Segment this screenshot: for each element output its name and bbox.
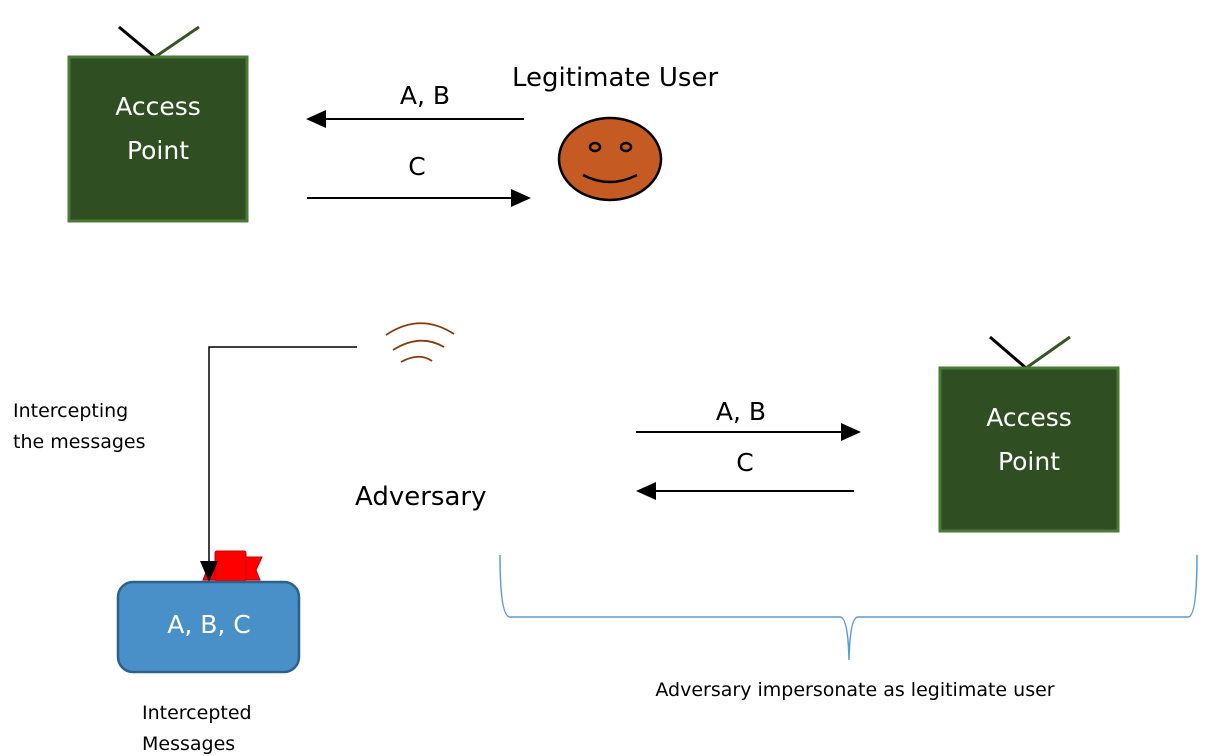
brace-caption: Adversary impersonate as legitimate user bbox=[655, 679, 1054, 701]
access-point-box bbox=[938, 366, 1120, 533]
impersonation-brace bbox=[499, 554, 1198, 661]
arrow-user-to-access-point bbox=[306, 110, 524, 128]
access-point-label-line2: Point bbox=[998, 447, 1060, 476]
arrow-adversary-to-ap-label: A, B bbox=[716, 397, 766, 426]
intercept-label-line2: the messages bbox=[13, 431, 146, 453]
access-point-antenna-icon bbox=[118, 25, 200, 59]
intercept-label-line1: Intercepting bbox=[13, 400, 128, 422]
access-point-label-line2: Point bbox=[127, 136, 189, 165]
access-point-label-line1: Access bbox=[115, 92, 201, 121]
legitimate-user-label: Legitimate User bbox=[512, 63, 718, 93]
arrow-access-point-to-user bbox=[307, 189, 531, 207]
access-point-label-line1: Access bbox=[986, 403, 1072, 432]
intercept-arrowhead bbox=[200, 561, 218, 582]
intercepted-messages-box bbox=[116, 580, 301, 674]
arrow-ap-to-user-label: C bbox=[408, 152, 425, 181]
arrow-user-to-ap-label: A, B bbox=[400, 81, 450, 110]
access-point-box bbox=[67, 55, 249, 223]
intercepted-messages-text: A, B, C bbox=[167, 610, 251, 639]
adversary-label: Adversary bbox=[355, 482, 486, 512]
top-access-point: Access Point bbox=[67, 25, 249, 223]
intercepted-caption-line1: Intercepted bbox=[142, 702, 252, 724]
intercepted-caption-line2: Messages bbox=[142, 733, 235, 755]
arrow-ap-to-adversary-label: C bbox=[736, 448, 753, 477]
arrow-adversary-to-access-point bbox=[636, 423, 861, 441]
intercept-connector bbox=[208, 346, 357, 566]
wireless-signal-icon bbox=[385, 322, 455, 363]
smiley-face-icon bbox=[557, 116, 663, 202]
access-point-antenna-icon bbox=[989, 335, 1071, 370]
arrow-access-point-to-adversary bbox=[636, 482, 854, 500]
bottom-access-point: Access Point bbox=[938, 335, 1120, 533]
